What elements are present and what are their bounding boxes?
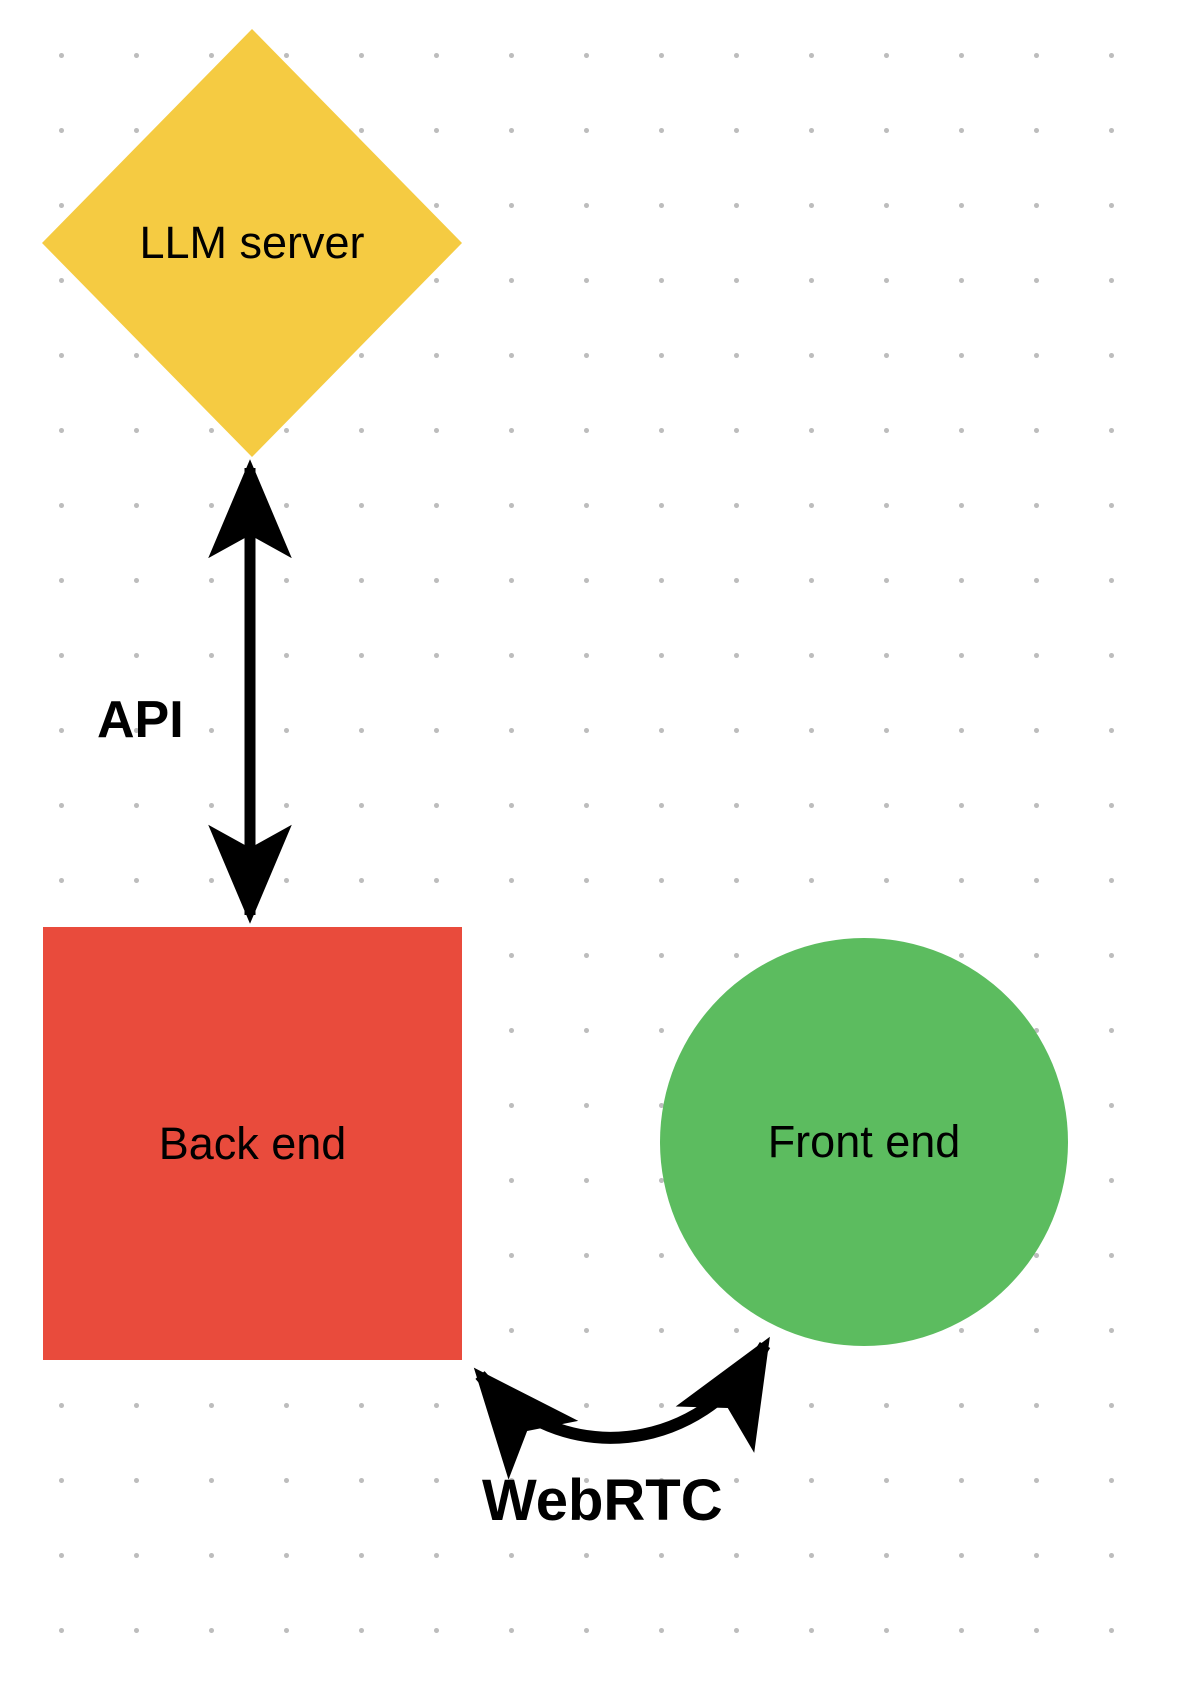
edge-webrtc-curve bbox=[473, 1336, 771, 1480]
node-back-end[interactable]: Back end bbox=[43, 927, 462, 1360]
edge-label-api: API bbox=[97, 691, 184, 749]
circle-shape bbox=[660, 938, 1068, 1346]
square-shape bbox=[43, 927, 462, 1360]
node-front-end[interactable]: Front end bbox=[660, 938, 1068, 1346]
node-llm-server[interactable]: LLM server bbox=[42, 29, 462, 457]
edge-label-webrtc: WebRTC bbox=[482, 1468, 723, 1533]
diamond-shape bbox=[42, 29, 462, 457]
